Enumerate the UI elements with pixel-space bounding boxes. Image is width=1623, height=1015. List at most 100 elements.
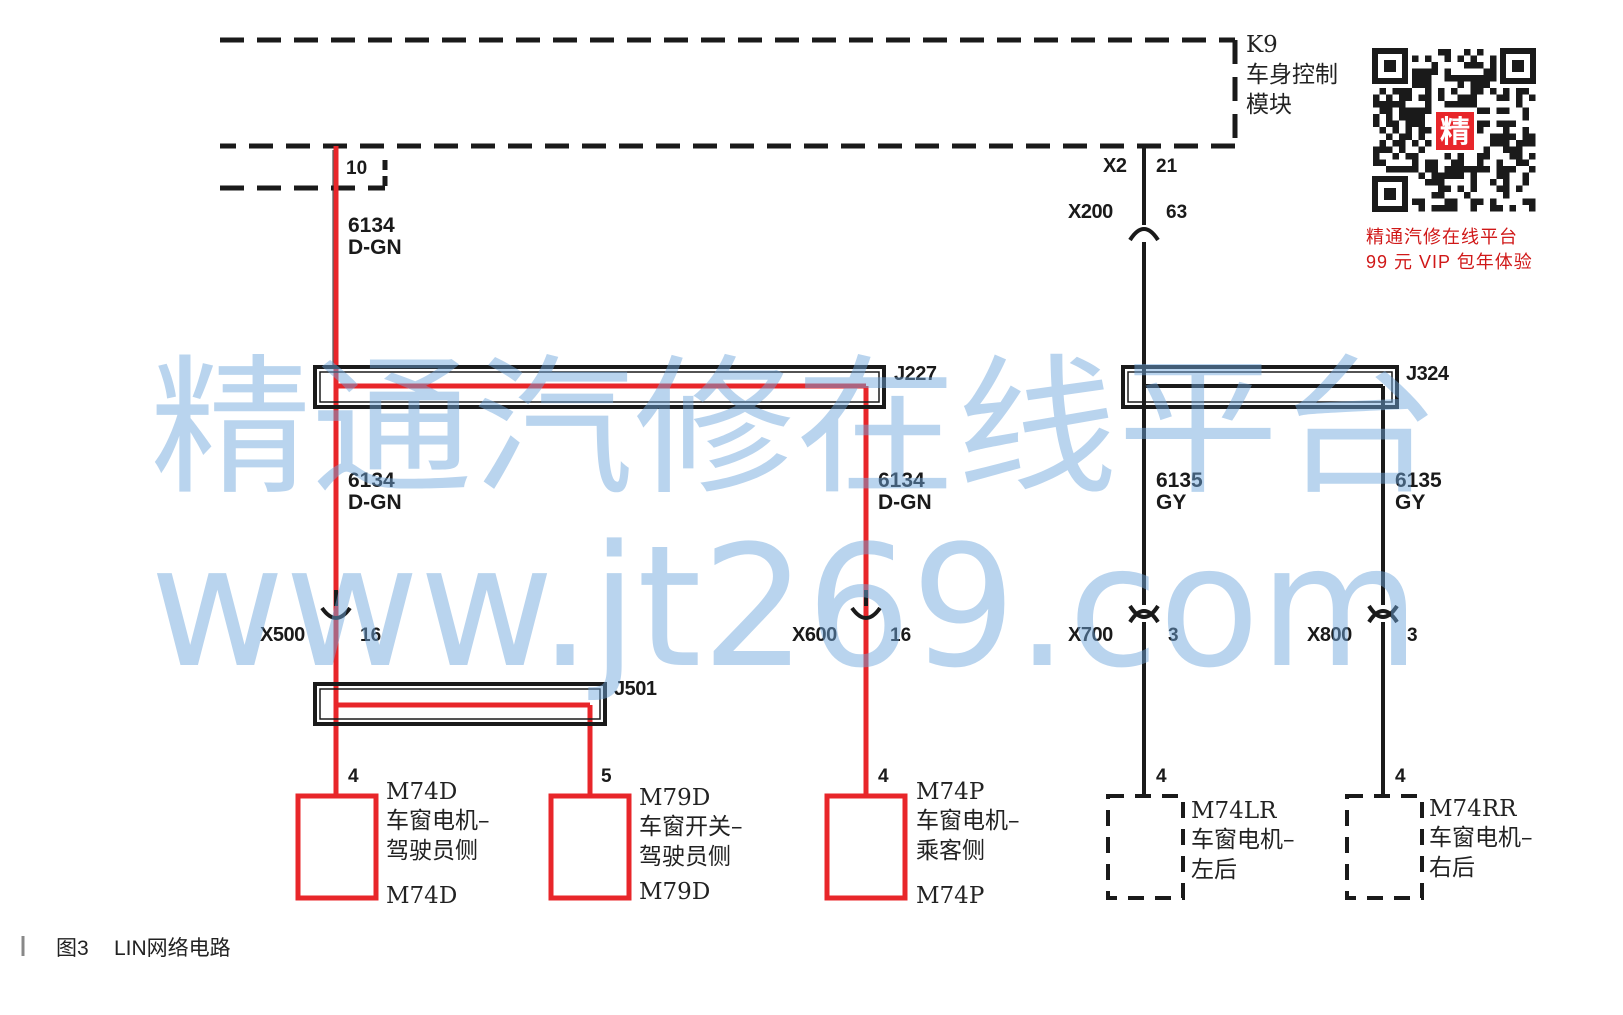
qr-module xyxy=(1516,88,1523,95)
qr-module xyxy=(1425,140,1432,147)
j501-label: J501 xyxy=(614,678,657,700)
qr-module xyxy=(1399,140,1406,147)
qr-module xyxy=(1477,127,1484,134)
qr-module xyxy=(1392,166,1399,173)
qr-module xyxy=(1477,198,1484,205)
qr-module xyxy=(1451,101,1458,108)
qr-module xyxy=(1405,153,1412,160)
qr-module xyxy=(1529,166,1536,173)
qr-module xyxy=(1516,146,1523,153)
qr-module xyxy=(1379,88,1386,95)
x200-connector-symbol xyxy=(1128,227,1160,242)
qr-module xyxy=(1373,120,1380,127)
qr-module xyxy=(1444,198,1451,205)
qr-module xyxy=(1444,185,1451,192)
m74p-desc-line1: 车窗电机– xyxy=(916,808,1020,834)
qr-module xyxy=(1509,166,1516,173)
qr-module xyxy=(1503,127,1510,134)
qr-module xyxy=(1503,107,1510,114)
qr-module xyxy=(1496,133,1503,140)
qr-module xyxy=(1412,120,1419,127)
qr-module xyxy=(1529,205,1536,212)
m74d-code-bottom: M74D xyxy=(386,883,457,909)
qr-module xyxy=(1418,114,1425,121)
qr-module xyxy=(1477,107,1484,114)
qr-module xyxy=(1529,198,1536,205)
qr-module xyxy=(1438,49,1445,56)
qr-module xyxy=(1522,107,1529,114)
wire-6134-color-top: D-GN xyxy=(348,236,402,259)
qr-module xyxy=(1477,153,1484,160)
qr-module xyxy=(1392,153,1399,160)
qr-module xyxy=(1477,166,1484,173)
qr-module xyxy=(1444,68,1451,75)
qr-module xyxy=(1444,75,1451,82)
qr-module xyxy=(1503,172,1510,179)
qr-module xyxy=(1516,94,1523,101)
qr-module xyxy=(1470,205,1477,212)
m74lr-desc-line2: 左后 xyxy=(1191,857,1237,883)
qr-module xyxy=(1490,75,1497,82)
qr-module xyxy=(1503,179,1510,186)
qr-module xyxy=(1522,114,1529,121)
qr-module xyxy=(1399,133,1406,140)
wire-6135-color-right: GY xyxy=(1395,491,1425,514)
qr-module xyxy=(1477,49,1484,56)
k9-module-box xyxy=(220,37,1238,191)
qr-module xyxy=(1496,172,1503,179)
qr-module xyxy=(1373,146,1380,153)
qr-module xyxy=(1529,133,1536,140)
qr-module xyxy=(1457,101,1464,108)
qr-module xyxy=(1386,94,1393,101)
qr-module xyxy=(1425,127,1432,134)
qr-module xyxy=(1425,88,1432,95)
m74rr-desc-line2: 右后 xyxy=(1429,855,1475,881)
qr-module xyxy=(1392,101,1399,108)
qr-module xyxy=(1464,75,1471,82)
qr-module xyxy=(1438,192,1445,199)
qr-module xyxy=(1412,55,1419,62)
qr-module xyxy=(1464,49,1471,56)
qr-module xyxy=(1470,75,1477,82)
qr-module xyxy=(1490,205,1497,212)
qr-module xyxy=(1405,107,1412,114)
qr-module xyxy=(1477,159,1484,166)
qr-module xyxy=(1438,94,1445,101)
qr-module xyxy=(1373,153,1380,160)
qr-module xyxy=(1509,205,1516,212)
qr-module xyxy=(1457,94,1464,101)
figure-number: 图3 xyxy=(56,937,89,960)
qr-module xyxy=(1470,185,1477,192)
qr-module xyxy=(1431,62,1438,69)
qr-module xyxy=(1425,68,1432,75)
qr-module xyxy=(1490,140,1497,147)
qr-module xyxy=(1516,153,1523,160)
qr-module xyxy=(1490,62,1497,69)
qr-module xyxy=(1496,140,1503,147)
x200-pin: 63 xyxy=(1166,202,1187,223)
qr-module xyxy=(1529,153,1536,160)
x700-label: X700 xyxy=(1068,624,1113,646)
qr-module xyxy=(1418,107,1425,114)
m79d-desc-line2: 驾驶员侧 xyxy=(639,844,731,870)
qr-module xyxy=(1457,75,1464,82)
x600-connector-symbol xyxy=(850,590,882,620)
qr-module xyxy=(1379,101,1386,108)
m74d-window-motor-driver: 4 M74D 车窗电机– 驾驶员侧 M74D xyxy=(295,766,490,909)
qr-module xyxy=(1483,153,1490,160)
qr-module xyxy=(1503,185,1510,192)
qr-module xyxy=(1405,166,1412,173)
qr-module xyxy=(1418,133,1425,140)
m74p-code: M74P xyxy=(916,779,984,805)
m74rr-window-motor-right-rear: 4 M74RR 车窗电机– 右后 xyxy=(1345,766,1533,900)
qr-module xyxy=(1399,88,1406,95)
qr-module xyxy=(1438,179,1445,186)
m74d-desc-line1: 车窗电机– xyxy=(386,808,490,834)
qr-module xyxy=(1509,146,1516,153)
qr-module xyxy=(1477,62,1484,69)
x800-pin: 3 xyxy=(1407,625,1418,646)
qr-module xyxy=(1392,88,1399,95)
x800-label: X800 xyxy=(1307,624,1352,646)
qr-module xyxy=(1373,101,1380,108)
